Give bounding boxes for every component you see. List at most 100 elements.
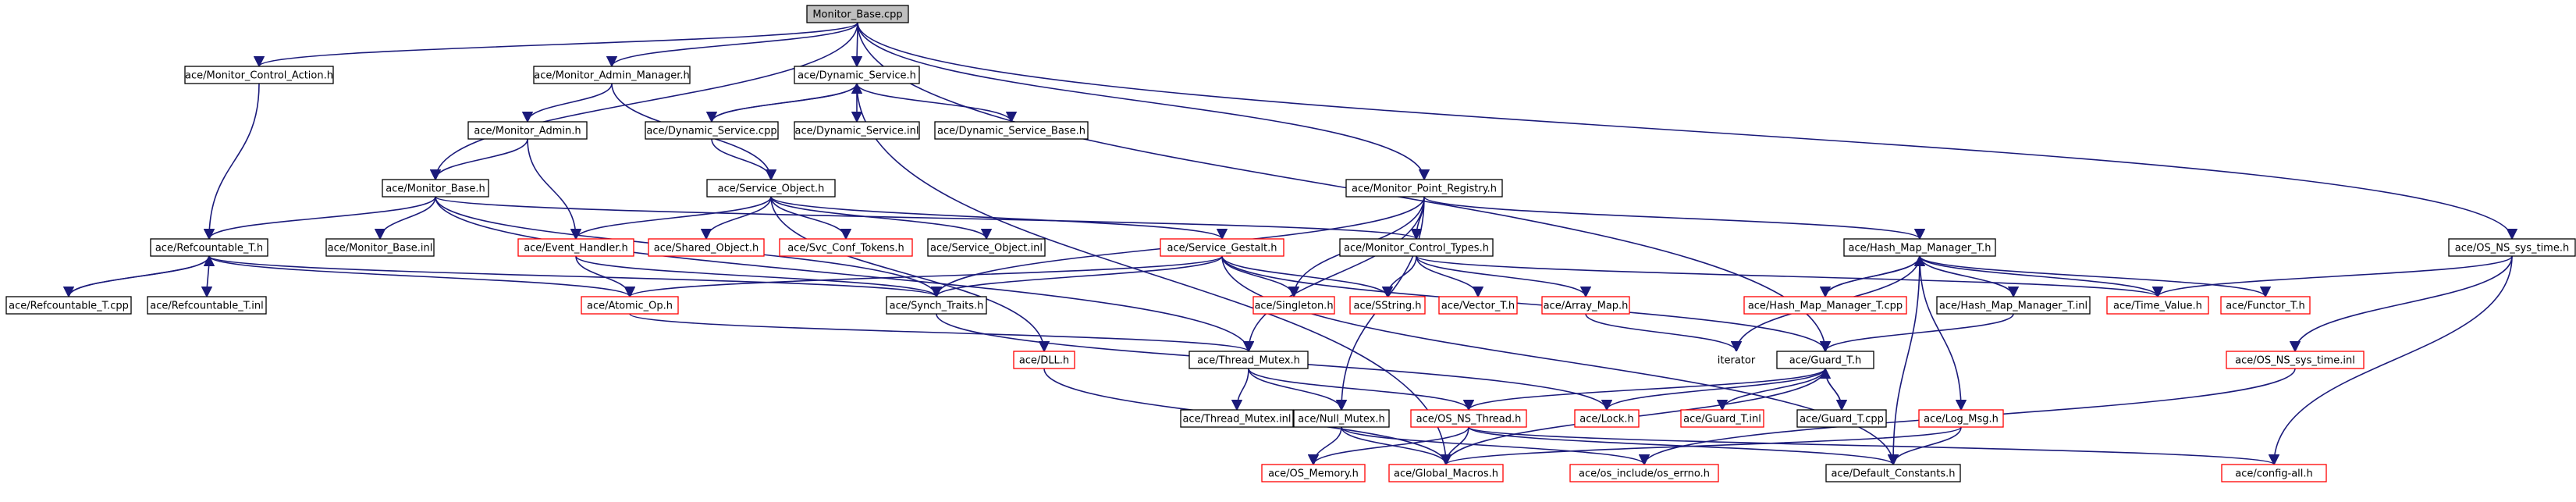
node-label: ace/Monitor_Base.inl	[328, 243, 433, 255]
node-monitor-base-inl[interactable]: ace/Monitor_Base.inl	[325, 238, 435, 257]
node-box	[1261, 464, 1366, 482]
node-box	[1410, 409, 1527, 428]
edge-os-ns-sys-time-h-to-config-all-h	[2268, 255, 2513, 466]
node-thread-mutex-h[interactable]: ace/Thread_Mutex.h	[1189, 351, 1309, 369]
node-config-all-h[interactable]: ace/config-all.h	[2221, 464, 2327, 482]
node-refcountable-t-cpp[interactable]: ace/Refcountable_T.cpp	[5, 296, 132, 315]
node-monitor-admin-manager-h[interactable]: ace/Monitor_Admin_Manager.h	[533, 66, 691, 84]
node-shared-object-h[interactable]: ace/Shared_Object.h	[648, 238, 765, 257]
node-label: ace/Guard_T.cpp	[1800, 414, 1884, 425]
node-dynamic-service-h[interactable]: ace/Dynamic_Service.h	[794, 66, 920, 84]
node-dynamic-service-cpp[interactable]: ace/Dynamic_Service.cpp	[645, 121, 779, 140]
node-hash-map-manager-t-inl[interactable]: ace/Hash_Map_Manager_T.inl	[1936, 296, 2091, 315]
node-monitor-admin-h[interactable]: ace/Monitor_Admin.h	[467, 121, 588, 140]
edge-monitor-admin-manager-h-to-monitor-admin-h	[521, 83, 613, 123]
node-box	[1704, 351, 1769, 368]
node-global-macros-h[interactable]: ace/Global_Macros.h	[1388, 464, 1504, 482]
node-dynamic-service-inl[interactable]: ace/Dynamic_Service.inl	[794, 121, 920, 140]
node-os-errno-h[interactable]: ace/os_include/os_errno.h	[1569, 464, 1719, 482]
node-box	[1388, 464, 1504, 482]
edges-layer	[62, 22, 2518, 466]
edge-monitor-point-registry-h-to-thread-mutex-h	[1242, 196, 1425, 353]
node-hash-map-manager-t-cpp[interactable]: ace/Hash_Map_Manager_T.cpp	[1743, 296, 1907, 315]
edge-monitor-point-registry-h-to-hash-map-manager-t-h	[1423, 196, 1925, 240]
edge-hash-map-manager-t-h-to-functor-t-h	[1919, 255, 2271, 298]
node-event-handler-h[interactable]: ace/Event_Handler.h	[517, 238, 634, 257]
edge-monitor-base-cpp-to-monitor-admin-manager-h	[606, 22, 858, 68]
edge-thread-mutex-h-to-null-mutex-h	[1248, 368, 1348, 411]
node-label: ace/Synch_Traits.h	[890, 301, 984, 312]
node-box	[1796, 409, 1887, 428]
node-label: ace/Monitor_Admin_Manager.h	[534, 70, 690, 82]
node-refcountable-t-inl[interactable]: ace/Refcountable_T.inl	[147, 296, 267, 315]
node-thread-mutex-inl[interactable]: ace/Thread_Mutex.inl	[1180, 409, 1294, 428]
node-iterator[interactable]: iterator	[1704, 351, 1769, 368]
node-monitor-control-action-h[interactable]: ace/Monitor_Control_Action.h	[184, 66, 334, 84]
node-monitor-control-types-h[interactable]: ace/Monitor_Control_Types.h	[1339, 238, 1494, 257]
node-box	[886, 296, 987, 315]
node-synch-traits-h[interactable]: ace/Synch_Traits.h	[886, 296, 987, 315]
node-box	[1541, 296, 1630, 315]
node-label: ace/Hash_Map_Manager_T.cpp	[1748, 301, 1903, 312]
node-dynamic-service-base-h[interactable]: ace/Dynamic_Service_Base.h	[934, 121, 1089, 140]
node-os-memory-h[interactable]: ace/OS_Memory.h	[1261, 464, 1366, 482]
node-label: ace/Atomic_Op.h	[587, 301, 673, 312]
node-array-map-h[interactable]: ace/Array_Map.h	[1541, 296, 1630, 315]
edge-monitor-base-cpp-to-monitor-point-registry-h	[857, 22, 1430, 181]
edge-os-ns-thread-h-to-os-memory-h	[1307, 426, 1469, 466]
edge-dynamic-service-cpp-to-service-object-h	[711, 138, 777, 181]
node-label: ace/Time_Value.h	[2113, 301, 2202, 312]
node-lock-h[interactable]: ace/Lock.h	[1574, 409, 1640, 428]
node-box	[1743, 296, 1907, 315]
node-label: ace/Thread_Mutex.h	[1197, 355, 1300, 367]
node-label: ace/Dynamic_Service.cpp	[646, 126, 776, 137]
node-log-msg-h[interactable]: ace/Log_Msg.h	[1918, 409, 2004, 428]
node-box	[1438, 296, 1518, 315]
node-box	[150, 238, 268, 257]
edge-monitor-admin-h-to-monitor-base-h	[429, 138, 528, 181]
edge-monitor-control-action-h-to-refcountable-t-h	[203, 83, 260, 240]
edge-monitor-control-types-h-to-array-map-h	[1416, 255, 1592, 298]
node-monitor-base-cpp[interactable]: Monitor_Base.cpp	[806, 5, 909, 23]
node-singleton-h[interactable]: ace/Singleton.h	[1252, 296, 1335, 315]
edge-monitor-control-types-h-to-vector-t-h	[1416, 255, 1484, 298]
node-label: ace/Monitor_Control_Action.h	[185, 70, 333, 82]
node-default-constants-h[interactable]: ace/Default_Constants.h	[1825, 464, 1961, 482]
edge-monitor-base-cpp-to-monitor-control-action-h	[254, 22, 858, 68]
node-label: ace/OS_Memory.h	[1268, 468, 1359, 480]
node-os-ns-sys-time-h[interactable]: ace/OS_NS_sys_time.h	[2448, 238, 2576, 257]
node-os-ns-thread-h[interactable]: ace/OS_NS_Thread.h	[1410, 409, 1527, 428]
node-box	[382, 179, 489, 198]
node-box	[2226, 351, 2365, 369]
edge-atomic-op-h-to-thread-mutex-h	[629, 313, 1254, 353]
node-null-mutex-h[interactable]: ace/Null_Mutex.h	[1293, 409, 1390, 428]
node-guard-t-h[interactable]: ace/Guard_T.h	[1776, 351, 1874, 369]
node-box	[1918, 409, 2004, 428]
edge-refcountable-t-h-to-atomic-op-h	[208, 255, 635, 298]
node-box	[794, 121, 920, 140]
node-box	[2448, 238, 2576, 257]
node-dll-h[interactable]: ace/DLL.h	[1013, 351, 1075, 369]
node-os-ns-sys-time-inl[interactable]: ace/OS_NS_sys_time.inl	[2226, 351, 2365, 369]
node-monitor-point-registry-h[interactable]: ace/Monitor_Point_Registry.h	[1345, 179, 1503, 198]
node-box	[5, 296, 132, 315]
node-functor-t-h[interactable]: ace/Functor_T.h	[2220, 296, 2311, 315]
node-box	[806, 5, 909, 23]
node-guard-t-cpp[interactable]: ace/Guard_T.cpp	[1796, 409, 1887, 428]
node-label: ace/OS_NS_sys_time.h	[2455, 243, 2569, 255]
node-atomic-op-h[interactable]: ace/Atomic_Op.h	[581, 296, 679, 315]
node-service-object-h[interactable]: ace/Service_Object.h	[706, 179, 836, 198]
edge-hash-map-manager-t-h-to-hash-map-manager-t-inl	[1919, 255, 2020, 298]
edge-monitor-admin-h-to-event-handler-h	[527, 138, 582, 240]
node-vector-t-h[interactable]: ace/Vector_T.h	[1438, 296, 1518, 315]
node-svc-conf-tokens-h[interactable]: ace/Svc_Conf_Tokens.h	[779, 238, 913, 257]
node-guard-t-inl[interactable]: ace/Guard_T.inl	[1680, 409, 1764, 428]
node-hash-map-manager-t-h[interactable]: ace/Hash_Map_Manager_T.h	[1843, 238, 1996, 257]
edge-refcountable-t-h-to-synch-traits-h	[208, 255, 942, 298]
node-service-object-inl[interactable]: ace/Service_Object.inl	[927, 238, 1046, 257]
node-monitor-base-h[interactable]: ace/Monitor_Base.h	[382, 179, 489, 198]
node-service-gestalt-h[interactable]: ace/Service_Gestalt.h	[1160, 238, 1284, 257]
node-sstring-h[interactable]: ace/SString.h	[1349, 296, 1426, 315]
node-time-value-h[interactable]: ace/Time_Value.h	[2106, 296, 2209, 315]
node-refcountable-t-h[interactable]: ace/Refcountable_T.h	[150, 238, 268, 257]
